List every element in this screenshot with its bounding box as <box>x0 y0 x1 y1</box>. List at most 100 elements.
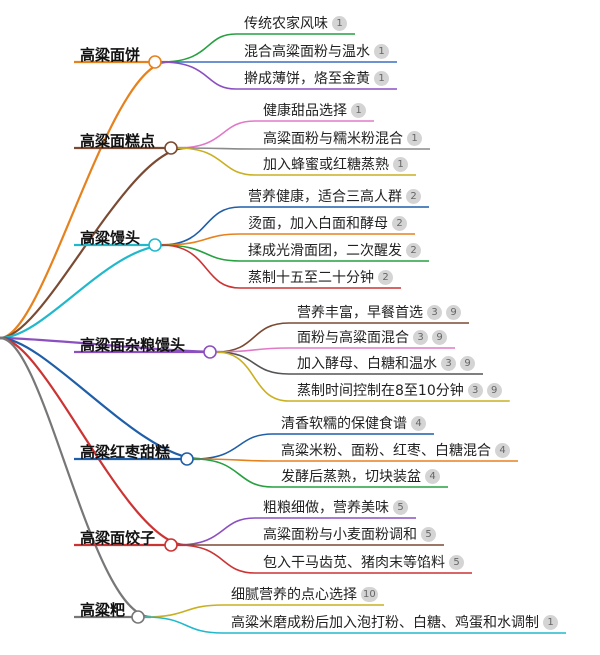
leaf-connector <box>160 206 429 246</box>
leaf-connector <box>143 616 566 634</box>
leaf-text: 烫面，加入白面和酵母 <box>248 216 388 232</box>
reference-badge[interactable]: 3 <box>441 355 456 371</box>
leaf-connector <box>143 604 384 618</box>
reference-badge[interactable]: 2 <box>406 188 421 204</box>
leaf-text: 细腻营养的点心选择 <box>231 587 357 603</box>
reference-badge[interactable]: 3 <box>467 382 483 398</box>
leaf-connector <box>160 244 429 262</box>
reference-badge[interactable]: 10 <box>361 586 378 602</box>
leaf-text: 揉成光滑面团，二次醒发 <box>248 243 402 259</box>
leaf-text: 高粱米粉、面粉、红枣、白糖混合 <box>281 443 491 459</box>
leaf-connector <box>176 544 472 574</box>
reference-badge[interactable]: 2 <box>392 215 407 231</box>
leaf-text: 清香软糯的保健食谱 <box>281 416 407 432</box>
leaf-connector <box>160 233 415 246</box>
reference-badge[interactable]: 9 <box>460 355 475 371</box>
branch-label[interactable]: 高粱红枣甜糕 <box>80 443 171 461</box>
reference-badge[interactable]: 2 <box>406 242 421 258</box>
leaf-text: 蒸制十五至二十分钟 <box>248 270 374 286</box>
branch-label[interactable]: 高粱面杂粮馒头 <box>80 336 186 354</box>
branch-label[interactable]: 高粱粑 <box>80 601 126 619</box>
leaf-text: 混合高粱面粉与温水 <box>244 44 370 60</box>
reference-badge[interactable]: 1 <box>374 43 389 59</box>
reference-badge[interactable]: 1 <box>543 614 558 630</box>
leaf-text: 擀成薄饼，烙至金黄 <box>244 71 370 87</box>
leaf-text: 高粱面粉与小麦面粉调和 <box>263 527 417 543</box>
reference-badge[interactable]: 1 <box>407 130 422 146</box>
reference-badge[interactable]: 1 <box>332 15 347 31</box>
leaf-connector <box>215 351 510 402</box>
branch-node-circle <box>164 538 178 552</box>
leaf-text: 营养健康，适合三高人群 <box>248 189 402 205</box>
leaf-connector <box>215 347 455 353</box>
leaf-connector <box>215 322 469 353</box>
leaf-connector <box>160 61 397 90</box>
leaf-connector <box>176 147 430 150</box>
branch-label[interactable]: 高粱面饺子 <box>80 529 156 547</box>
reference-badge[interactable]: 3 <box>413 329 428 345</box>
leaf-text: 健康甜品选择 <box>263 103 347 119</box>
leaf-connector <box>160 33 355 63</box>
leaf-text: 营养丰富，早餐首选 <box>297 305 423 321</box>
reference-badge[interactable]: 9 <box>486 382 502 398</box>
branch-node-circle <box>148 238 162 252</box>
leaf-text: 面粉与高粱面混合 <box>297 330 409 346</box>
reference-badge[interactable]: 1 <box>351 102 366 118</box>
leaf-text: 高粱米磨成粉后加入泡打粉、白糖、鸡蛋和水调制 <box>231 615 539 631</box>
reference-badge[interactable]: 2 <box>378 269 393 285</box>
leaf-connector <box>176 120 374 149</box>
leaf-connector <box>160 244 401 289</box>
branch-connector <box>0 336 152 619</box>
leaf-connector <box>176 517 416 546</box>
reference-badge[interactable]: 9 <box>432 329 447 345</box>
leaf-connector <box>192 433 434 460</box>
reference-badge[interactable]: 3 <box>427 304 442 320</box>
branch-label[interactable]: 高粱面饼 <box>80 46 141 64</box>
branch-node-circle <box>164 141 178 155</box>
leaf-connector <box>176 147 416 176</box>
branch-label[interactable]: 高粱面糕点 <box>80 132 156 150</box>
reference-badge[interactable]: 5 <box>421 526 436 542</box>
reference-badge[interactable]: 5 <box>449 554 464 570</box>
leaf-text: 加入蜂蜜或红糖蒸熟 <box>263 157 389 173</box>
leaf-text: 发酵后蒸熟，切块装盆 <box>281 469 421 485</box>
leaf-text: 高粱面粉与糯米粉混合 <box>263 131 403 147</box>
reference-badge[interactable]: 4 <box>411 415 426 431</box>
leaf-text: 包入干马齿苋、猪肉末等馅料 <box>263 555 445 571</box>
branch-label[interactable]: 高粱馒头 <box>80 229 141 247</box>
leaf-connector <box>192 458 448 488</box>
leaf-text: 传统农家风味 <box>244 16 328 32</box>
branch-node-circle <box>203 345 217 359</box>
branch-node-circle <box>148 55 162 69</box>
reference-badge[interactable]: 1 <box>393 156 408 172</box>
reference-badge[interactable]: 4 <box>425 468 440 484</box>
reference-badge[interactable]: 5 <box>393 499 408 515</box>
reference-badge[interactable]: 4 <box>495 442 510 458</box>
reference-badge[interactable]: 1 <box>374 70 389 86</box>
reference-badge[interactable]: 9 <box>446 304 461 320</box>
leaf-text: 粗粮细做，营养美味 <box>263 500 389 516</box>
